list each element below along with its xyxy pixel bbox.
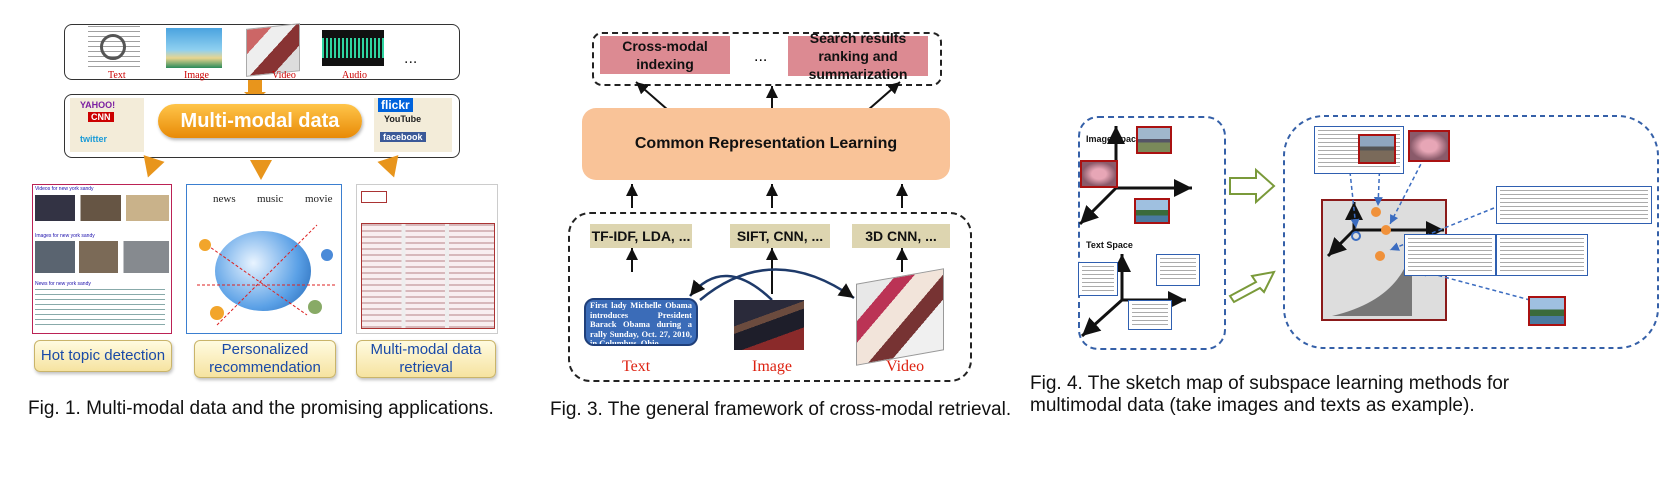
magnifier-icon (100, 34, 126, 60)
brand-logos-left: YAHOO! CNN twitter (70, 98, 144, 152)
media-label-image: Image (184, 70, 209, 81)
figure-4-caption-line-2: multimodal data (take images and texts a… (1030, 395, 1475, 416)
common-space-doc-4 (1496, 234, 1588, 276)
arrow-to-recommendation-icon (250, 160, 272, 180)
video-media-thumbnail (246, 23, 300, 77)
recommendation-links (197, 224, 337, 326)
feature-extraction-group (568, 212, 972, 382)
brand-facebook: facebook (380, 132, 426, 142)
text-space-doc-1 (1078, 262, 1118, 296)
image-space-photo-1 (1136, 126, 1172, 154)
figure-4: Image Space Text Space (1030, 0, 1678, 477)
media-more-dots: ... (404, 50, 418, 67)
modality-label-text: Text (622, 358, 651, 375)
brand-flickr: flickr (378, 98, 413, 112)
text-sample-box: First lady Michelle Obama introduces Pre… (584, 298, 698, 346)
brand-yahoo: YAHOO! (80, 100, 116, 110)
news-result-lines (35, 289, 165, 329)
common-space-photo-2 (1408, 130, 1450, 162)
rec-word-news: news (213, 193, 236, 205)
rec-word-movie: movie (305, 193, 333, 205)
image-media-thumbnail (166, 28, 222, 68)
figure-1: Text Image Video Audio ... YAHOO! CNN tw… (0, 0, 540, 477)
media-label-text: Text (108, 70, 126, 81)
common-space-doc-3 (1404, 234, 1496, 276)
text-space-doc-2 (1156, 254, 1200, 286)
video-result-thumbnails (35, 195, 169, 221)
arrow-to-hot-topic-icon (137, 155, 165, 181)
figure-1-caption: Fig. 1. Multi-modal data and the promisi… (28, 398, 494, 419)
videos-search-header: Videos for new york sandy (35, 186, 94, 192)
app-personalized-recommendation: Personalized recommendation (194, 340, 336, 378)
common-space-doc-2 (1496, 186, 1652, 224)
common-space-photo-1 (1358, 134, 1396, 164)
app-hot-topic-detection: Hot topic detection (34, 340, 172, 372)
text-space-label: Text Space (1086, 240, 1133, 250)
common-space-photo-3 (1528, 296, 1566, 326)
multimodal-data-label: Multi-modal data (158, 104, 362, 138)
recommendation-illustration: news music movie (186, 184, 342, 334)
video-features-box: 3D CNN, ... (852, 224, 950, 248)
figure-3-caption: Fig. 3. The general framework of cross-m… (550, 399, 1012, 420)
retrieval-screenshot (356, 184, 498, 334)
video-sample-cube (856, 268, 944, 366)
modality-label-video: Video (886, 358, 925, 375)
brand-cnn: CNN (88, 112, 114, 122)
retrieval-search-bar (361, 191, 387, 203)
retrieval-results-grid (361, 223, 495, 329)
cross-modal-indexing-box: Cross-modal indexing (600, 36, 730, 74)
down-arrow-icon (248, 80, 262, 92)
figure-3: Cross-modal indexing ... Search results … (540, 0, 1060, 477)
image-sample-photo (734, 300, 804, 350)
top-output-group (592, 32, 942, 86)
media-label-audio: Audio (342, 70, 367, 81)
text-features-box: TF-IDF, LDA, ... (590, 224, 692, 248)
common-representation-learning-box: Common Representation Learning (582, 108, 950, 180)
brand-twitter: twitter (80, 134, 107, 144)
original-spaces-panel (1078, 116, 1226, 350)
globe-icon (215, 231, 311, 311)
rec-word-music: music (257, 193, 284, 205)
brand-youtube: YouTube (384, 114, 422, 124)
image-space-photo-2 (1080, 160, 1118, 188)
figure-4-caption-line-1: Fig. 4. The sketch map of subspace learn… (1030, 373, 1510, 394)
arrow-to-retrieval-icon (377, 155, 405, 181)
text-space-doc-3 (1128, 300, 1172, 330)
media-label-video: Video (272, 70, 296, 81)
images-search-header: Images for new york sandy (35, 233, 95, 239)
image-result-thumbnails (35, 241, 169, 273)
image-features-box: SIFT, CNN, ... (730, 224, 830, 248)
framework-arrows (626, 81, 908, 301)
top-ellipsis: ... (754, 48, 768, 65)
brand-logos-right: flickr YouTube facebook (374, 98, 452, 152)
modality-label-image: Image (752, 358, 792, 375)
news-search-header: News for new york sandy (35, 281, 91, 287)
hot-topic-screenshot: Videos for new york sandy Images for new… (32, 184, 172, 334)
audio-media-thumbnail (322, 30, 384, 66)
image-space-photo-3 (1134, 198, 1170, 224)
app-multimodal-data-retrieval: Multi-modal data retrieval (356, 340, 496, 378)
